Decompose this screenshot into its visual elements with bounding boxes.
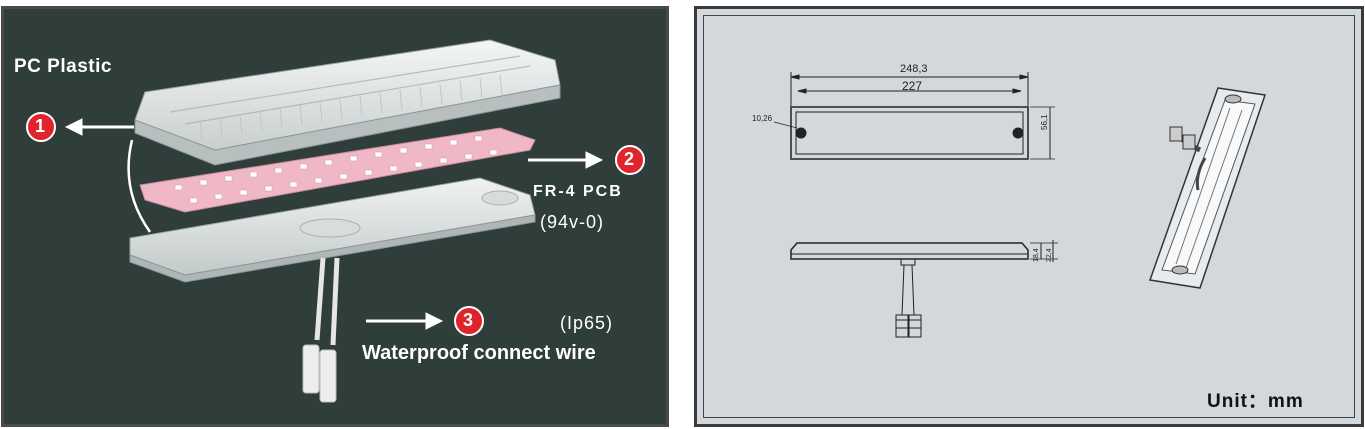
overall-length-dimension: 248,3 bbox=[900, 63, 928, 75]
callout-2-number: 2 bbox=[624, 149, 635, 169]
callout-2-icon bbox=[615, 145, 645, 175]
fr4-pcb-label: FR-4 PCB bbox=[533, 183, 623, 200]
width-dimension: 56,1 bbox=[1040, 114, 1049, 130]
hole-diameter-dimension: 10,26 bbox=[752, 114, 773, 123]
thickness-dimension-1: 18,4 bbox=[1033, 248, 1040, 262]
drawing-frame bbox=[703, 15, 1355, 418]
pc-plastic-label: PC Plastic bbox=[14, 56, 112, 77]
callout-3-icon bbox=[454, 306, 484, 336]
hole-pitch-dimension: 227 bbox=[902, 79, 923, 93]
thickness-dimension-2: 22,4 bbox=[1046, 248, 1053, 262]
unit-label: Unit：mm bbox=[1207, 391, 1304, 412]
pc-plastic-cover bbox=[134, 39, 561, 166]
fr4-pcb-board bbox=[139, 127, 536, 213]
ip-rating-label: (Ip65) bbox=[560, 313, 614, 333]
dimension-drawing-panel bbox=[694, 6, 1364, 427]
callout-arrows bbox=[64, 118, 604, 330]
callout-1-icon bbox=[26, 112, 56, 142]
exploded-view-illustration bbox=[26, 39, 645, 403]
callout-1-number: 1 bbox=[35, 116, 46, 136]
pcb-grade-label: (94v-0) bbox=[540, 212, 605, 232]
waterproof-wire-label: Waterproof connect wire bbox=[362, 342, 596, 364]
aluminum-base bbox=[129, 177, 536, 283]
bracket-arc bbox=[127, 139, 152, 233]
waterproof-wires bbox=[302, 257, 340, 403]
callout-3-number: 3 bbox=[463, 310, 474, 330]
